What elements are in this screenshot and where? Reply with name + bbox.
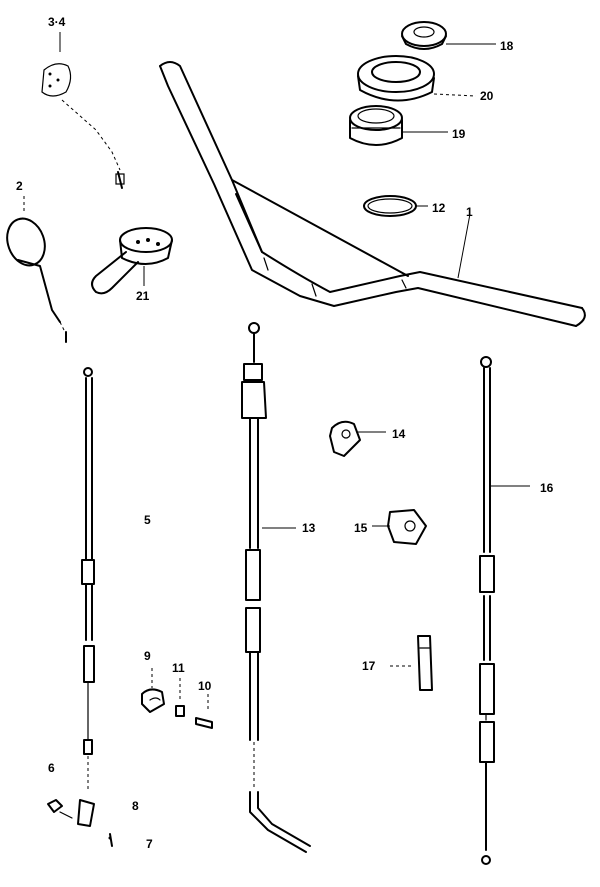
mirror-part (6, 196, 67, 343)
label-14: 14 (392, 427, 406, 441)
label-6: 6 (48, 761, 55, 775)
label-19: 19 (452, 127, 466, 141)
cable-13-part (241, 322, 311, 853)
label-9: 9 (144, 649, 151, 663)
clip-17-part (390, 635, 433, 691)
holder-15-part (372, 509, 427, 545)
ring-part (363, 195, 428, 217)
clamp-9-part (141, 668, 165, 713)
label-15: 15 (354, 521, 368, 535)
label-5: 5 (144, 513, 151, 527)
label-18: 18 (500, 39, 514, 53)
label-20: 20 (480, 89, 494, 103)
label-3-4: 3·4 (48, 15, 66, 29)
screw-11-part (175, 678, 185, 717)
mirror-bracket-part (41, 32, 125, 189)
throttle-part (91, 227, 173, 295)
label-21: 21 (136, 289, 150, 303)
handlebar-part (159, 61, 586, 327)
label-7: 7 (146, 837, 153, 851)
label-12: 12 (432, 201, 446, 215)
cable-16-part (479, 356, 530, 865)
label-11: 11 (172, 661, 185, 675)
label-17: 17 (362, 659, 376, 673)
bearing-race-upper-part (357, 55, 477, 102)
label-8: 8 (132, 799, 139, 813)
label-1: 1 (466, 205, 473, 219)
cable-5-part (77, 367, 95, 827)
bearing-cap-part (401, 21, 496, 50)
bearing-race-lower-part (349, 105, 448, 146)
label-13: 13 (302, 521, 316, 535)
holder-14-part (329, 420, 386, 457)
label-2: 2 (16, 179, 23, 193)
label-10: 10 (198, 679, 212, 693)
part-labels: 3·4 2 21 18 20 19 12 1 5 13 14 15 16 17 … (16, 15, 554, 851)
label-16: 16 (540, 481, 554, 495)
small-parts-6-7-8 (47, 799, 113, 847)
bolt-10-part (195, 694, 213, 729)
